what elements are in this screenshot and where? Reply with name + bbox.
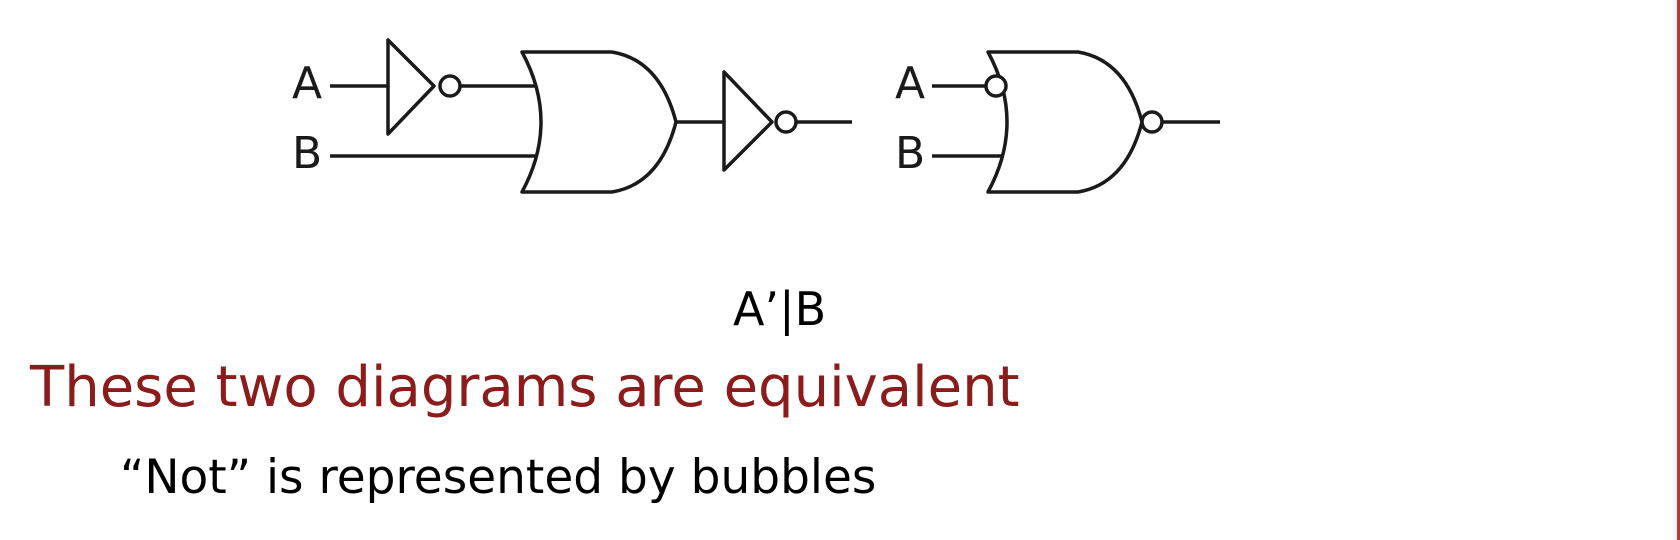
right-input-b-label: B (895, 128, 925, 179)
boolean-expression: A’|B (733, 282, 827, 336)
left-or-gate (520, 50, 678, 194)
right-output-bubble (1140, 110, 1164, 134)
right-circuit: A B (895, 50, 1220, 194)
circuit-diagrams: A B A B (292, 38, 1220, 194)
slide-edge-shadow (1671, 0, 1677, 540)
left-not-gate-output (722, 70, 774, 172)
left-not-bubble-a (438, 74, 462, 98)
slide-right-border (1677, 0, 1680, 540)
right-input-bubble-a (984, 74, 1008, 98)
right-nor-gate (986, 50, 1144, 194)
left-not-bubble-output (774, 110, 798, 134)
left-input-a-label: A (292, 58, 322, 109)
slide-heading: These two diagrams are equivalent (30, 355, 1020, 420)
left-input-b-label: B (292, 128, 322, 179)
left-not-gate-a (386, 38, 436, 136)
bullet-subpoint: “Not” is represented by bubbles (120, 450, 877, 505)
right-input-a-label: A (895, 58, 925, 109)
left-circuit: A B (292, 38, 852, 194)
